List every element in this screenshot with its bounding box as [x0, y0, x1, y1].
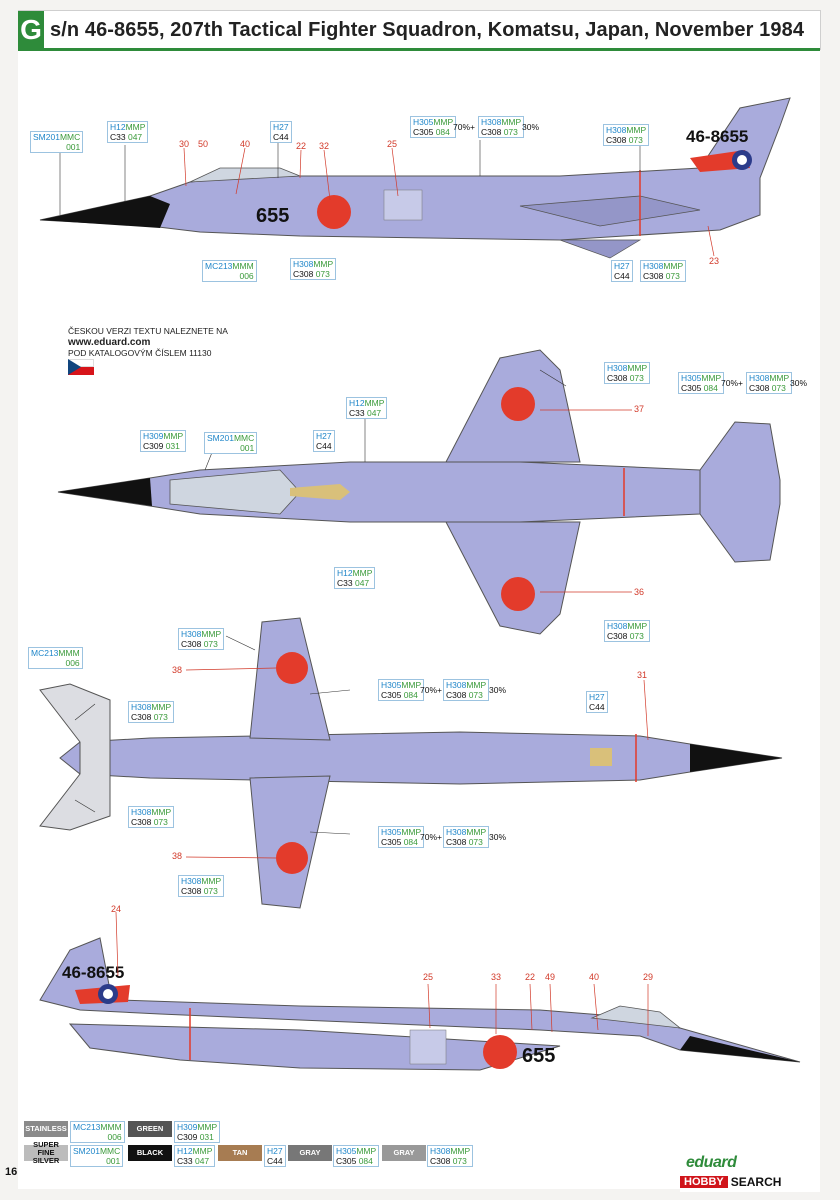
callout-32: 32	[319, 141, 330, 151]
nose-number-1: 655	[256, 205, 289, 227]
page-number: 16	[5, 1166, 18, 1178]
pct-70-p2: 70%+	[721, 378, 743, 388]
callout-40: 40	[240, 139, 251, 149]
callout-37: 37	[634, 404, 645, 414]
callout-22: 22	[296, 141, 307, 151]
legend-chip-stainless: STAINLESS	[24, 1121, 68, 1137]
nose-number-4: 655	[522, 1045, 555, 1067]
czech-line3: POD KATALOGOVÝM ČÍSLEM 11130	[68, 348, 212, 358]
scheme-letter: G	[18, 11, 44, 49]
callout-30: 30	[179, 139, 190, 149]
legend-chip-black: BLACK	[128, 1145, 172, 1161]
profile-right-side: 46-8655 655	[39, 937, 801, 1071]
pct-70-p1: 70%+	[453, 122, 475, 132]
czech-line1: ČESKOU VERZI TEXTU NALEZNETE NA	[68, 326, 228, 336]
profile-top-view	[57, 349, 781, 635]
callout-40b: 40	[589, 972, 600, 982]
callout-49: 49	[545, 972, 556, 982]
callout-36: 36	[634, 587, 645, 597]
callout-38-lower: 38	[172, 851, 183, 861]
pct-70-p3b: 70%+	[420, 832, 442, 842]
callout-25: 25	[387, 139, 398, 149]
callout-23: 23	[709, 256, 720, 266]
title-underline	[18, 48, 820, 51]
legend-chip-super-fine-silver: SUPER FINE SILVER	[24, 1141, 68, 1165]
pct-30-p1: 30%	[522, 122, 540, 132]
pct-30-p2: 30%	[790, 378, 808, 388]
watermark-suffix: SEARCH	[730, 1175, 782, 1189]
tail-serial-1: 46-8655	[686, 127, 748, 146]
pct-70-p3a: 70%+	[420, 685, 442, 695]
red-leader-lines	[115, 147, 715, 1036]
eduard-logo: eduard	[686, 1154, 737, 1171]
legend-chip-gray-2: GRAY	[382, 1145, 426, 1161]
callout-38-upper: 38	[172, 665, 183, 675]
pct-30-p3b: 30%	[489, 832, 507, 842]
instruction-sheet	[18, 51, 820, 1189]
callout-33: 33	[491, 972, 502, 982]
callout-29: 29	[643, 972, 654, 982]
tail-serial-4: 46-8655	[62, 963, 124, 982]
hobbysearch-watermark: HOBBY SEARCH	[680, 1172, 820, 1192]
title-bar: G s/n 46-8655, 207th Tactical Fighter Sq…	[18, 10, 821, 50]
czech-flag	[68, 359, 94, 375]
leader-lines	[59, 140, 641, 835]
legend-chip-gray-1: GRAY	[288, 1145, 332, 1161]
pct-30-p3a: 30%	[489, 685, 507, 695]
callout-25b: 25	[423, 972, 434, 982]
czech-note: ČESKOU VERZI TEXTU NALEZNETE NA www.edua…	[68, 326, 228, 359]
profile-bottom-view	[39, 617, 783, 909]
legend-chip-tan: TAN	[218, 1145, 262, 1161]
scheme-title: s/n 46-8655, 207th Tactical Fighter Squa…	[50, 18, 805, 41]
legend-chip-green: GREEN	[128, 1121, 172, 1137]
callout-24: 24	[111, 904, 122, 914]
watermark-prefix: HOBBY	[680, 1176, 728, 1188]
callout-22b: 22	[525, 972, 536, 982]
callout-31: 31	[637, 670, 648, 680]
callout-50: 50	[198, 139, 209, 149]
czech-url[interactable]: www.eduard.com	[68, 337, 151, 348]
profile-left-side: 46-8655 655	[39, 97, 791, 259]
